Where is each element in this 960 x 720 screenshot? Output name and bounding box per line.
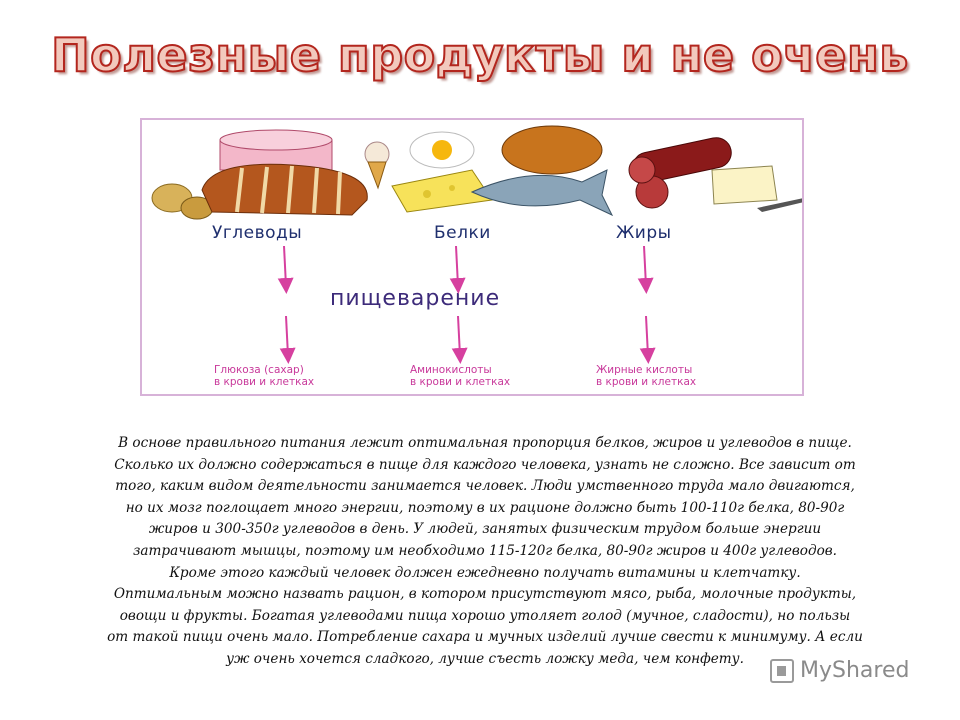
body-line: Сколько их должно содержаться в пище для…: [114, 456, 856, 473]
butter-shape: [711, 165, 778, 205]
body-line: жиров и 300-350г углеводов в день. У люд…: [148, 521, 822, 538]
body-line: В основе правильного питания лежит оптим…: [118, 435, 852, 451]
result-proteins-line2: в крови и клетках: [410, 376, 511, 388]
result-carbs-line2: в крови и клетках: [214, 376, 315, 388]
arrow-carbs-bottom: [279, 315, 296, 364]
salami-slice: [628, 156, 656, 184]
digestion-label: пищеварение: [330, 286, 501, 311]
nutrition-diagram: Углеводы Белки Жиры пищеварение Глюкоза …: [140, 118, 804, 396]
bread-shape: [201, 163, 368, 216]
body-line: того, каким видом деятельности занимаетс…: [115, 478, 855, 495]
ice-cream-cone: [367, 161, 387, 190]
heading-fats: Жиры: [616, 223, 672, 243]
arrow-fats-bottom: [639, 315, 656, 364]
arrow-proteins-bottom: [451, 315, 468, 364]
bread-slices: [235, 165, 342, 215]
result-carbs: Глюкоза (сахар) в крови и клетках: [214, 364, 314, 388]
watermark-text: MyShared: [800, 658, 910, 683]
result-fats: Жирные кислоты в крови и клетках: [596, 364, 696, 388]
result-fats-line1: Жирные кислоты: [596, 364, 693, 376]
result-fats-line2: в крови и клетках: [596, 376, 697, 388]
chicken-shape: [501, 125, 603, 175]
watermark-logo: MyShared: [770, 658, 909, 683]
cake-top: [219, 129, 333, 151]
body-line: Кроме этого каждый человек должен ежедне…: [169, 564, 801, 581]
result-carbs-line1: Глюкоза (сахар): [214, 364, 304, 376]
body-line: Оптимальным можно назвать рацион, в кото…: [113, 586, 857, 603]
food-illustration: [151, 125, 802, 220]
presentation-icon: [770, 658, 794, 683]
body-line: но их мозг поглощает много энергии, поэт…: [125, 499, 845, 516]
arrow-carbs-top: [277, 245, 294, 294]
egg-yolk: [432, 140, 452, 160]
arrow-fats-top: [637, 245, 654, 294]
body-line: уж очень хочется сладкого, лучше съесть …: [226, 650, 744, 667]
slide-title: Полезные продукты и не очень: [50, 27, 909, 83]
body-line: затрачивают мышцы, поэтому им необходимо…: [132, 542, 837, 559]
heading-proteins: Белки: [434, 223, 491, 243]
heading-carbs: Углеводы: [212, 223, 303, 243]
body-paragraph: В основе правильного питания лежит оптим…: [78, 433, 892, 671]
arrow-proteins-top: [449, 245, 466, 294]
result-proteins-line1: Аминокислоты: [410, 364, 492, 376]
fish-shape: [470, 169, 614, 217]
body-line: от такой пищи очень мало. Потребление са…: [107, 629, 863, 646]
result-proteins: Аминокислоты в крови и клетках: [410, 364, 510, 388]
body-line: овощи и фрукты. Богатая углеводами пища …: [119, 607, 851, 624]
knife-shape: [757, 198, 802, 212]
